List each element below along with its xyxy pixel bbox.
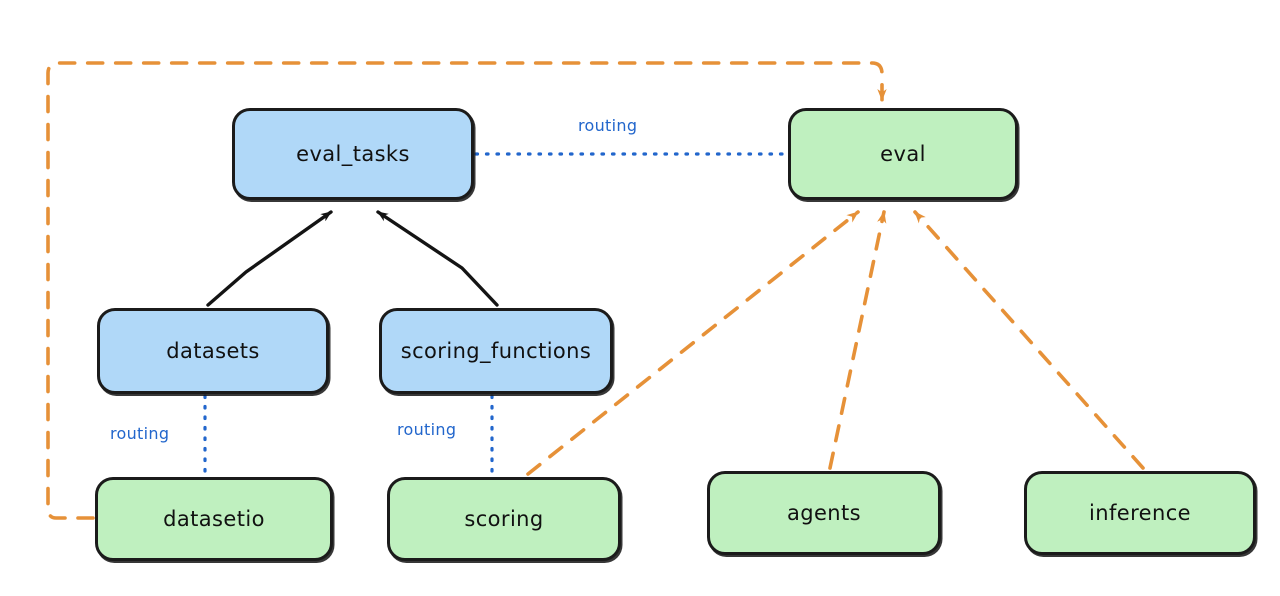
edge-inference-to-eval (913, 210, 1145, 470)
node-label-eval: eval (880, 142, 926, 166)
node-scoring_functions[interactable]: scoring_functions (379, 308, 613, 394)
node-datasets[interactable]: datasets (97, 308, 329, 394)
node-datasetio[interactable]: datasetio (95, 477, 333, 561)
node-label-scoring: scoring (464, 507, 544, 531)
node-label-eval_tasks: eval_tasks (296, 142, 410, 166)
node-label-datasetio: datasetio (163, 507, 265, 531)
edge-datasets-to-eval_tasks (206, 210, 333, 307)
edge-label-routing-datasets-datasetio: routing (110, 424, 170, 443)
node-eval[interactable]: eval (788, 108, 1018, 200)
node-inference[interactable]: inference (1024, 471, 1256, 555)
node-agents[interactable]: agents (707, 471, 941, 555)
node-label-agents: agents (786, 501, 861, 525)
edge-label-routing-eval_tasks-eval: routing (578, 116, 638, 135)
edge-agents-to-eval (828, 210, 887, 470)
edge-scoring_functions-to-eval_tasks (376, 210, 499, 307)
edge-label-routing-scoring_functions-scoring: routing (397, 420, 457, 439)
node-scoring[interactable]: scoring (387, 477, 621, 561)
node-label-scoring_functions: scoring_functions (400, 339, 592, 363)
node-label-datasets: datasets (166, 339, 260, 363)
node-label-inference: inference (1089, 501, 1191, 525)
node-eval_tasks[interactable]: eval_tasks (232, 108, 474, 200)
